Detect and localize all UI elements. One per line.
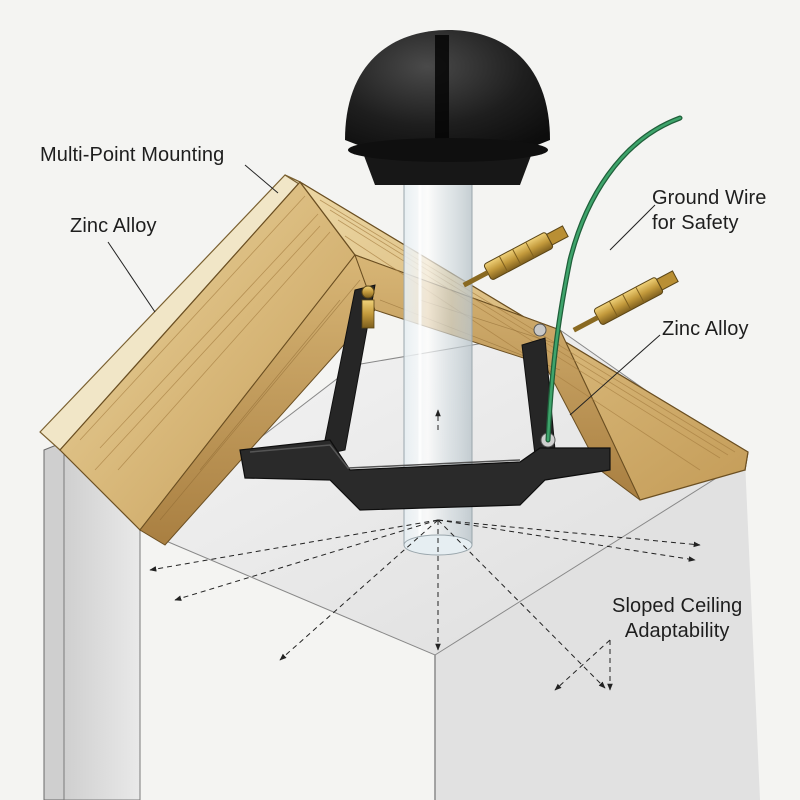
label-zinc-alloy-left: Zinc Alloy: [70, 215, 157, 237]
dome-cap-icon: [345, 30, 550, 185]
label-sloped-ceiling: Sloped Ceiling Adaptability: [612, 595, 743, 642]
leader-lines: [107, 164, 661, 416]
mounting-bracket-icon: [239, 284, 611, 511]
label-ground-wire: Ground Wire for Safety: [652, 187, 767, 234]
label-zinc-alloy-right: Zinc Alloy: [662, 318, 749, 340]
anchor-bolt-icon: [462, 225, 679, 333]
arrow-icon: [149, 409, 701, 691]
right-wall: [434, 460, 760, 800]
ground-wire-icon: [545, 115, 683, 443]
label-multi-point-mounting: Multi-Point Mounting: [40, 144, 225, 166]
left-wall: [43, 440, 141, 800]
wood-beam-frame: [39, 174, 749, 546]
